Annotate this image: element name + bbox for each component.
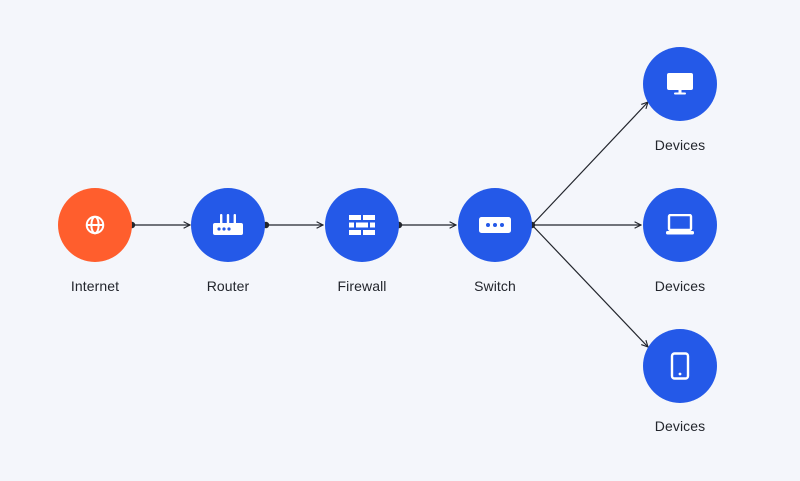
node-label: Firewall (337, 278, 387, 294)
node-label: Router (206, 278, 250, 294)
monitor-icon (667, 73, 693, 95)
node-label: Switch (474, 278, 516, 294)
node-devices-laptop (643, 188, 717, 262)
node-devices-desktop (643, 47, 717, 121)
switch-icon (479, 217, 511, 233)
node-router (191, 188, 265, 262)
node-label: Devices (654, 137, 706, 153)
node-label: Internet (70, 278, 120, 294)
node-switch (458, 188, 532, 262)
router-icon (213, 214, 243, 235)
globe-icon (85, 215, 105, 235)
node-label: Devices (654, 278, 706, 294)
node-devices-tablet (643, 329, 717, 403)
edge-switch-devices-desktop (531, 102, 648, 226)
tablet-icon (670, 352, 690, 380)
node-label: Devices (654, 418, 706, 434)
brick-wall-icon (349, 215, 375, 235)
laptop-icon (666, 214, 694, 235)
node-firewall (325, 188, 399, 262)
edge-switch-devices-tablet (531, 224, 648, 347)
node-internet (58, 188, 132, 262)
